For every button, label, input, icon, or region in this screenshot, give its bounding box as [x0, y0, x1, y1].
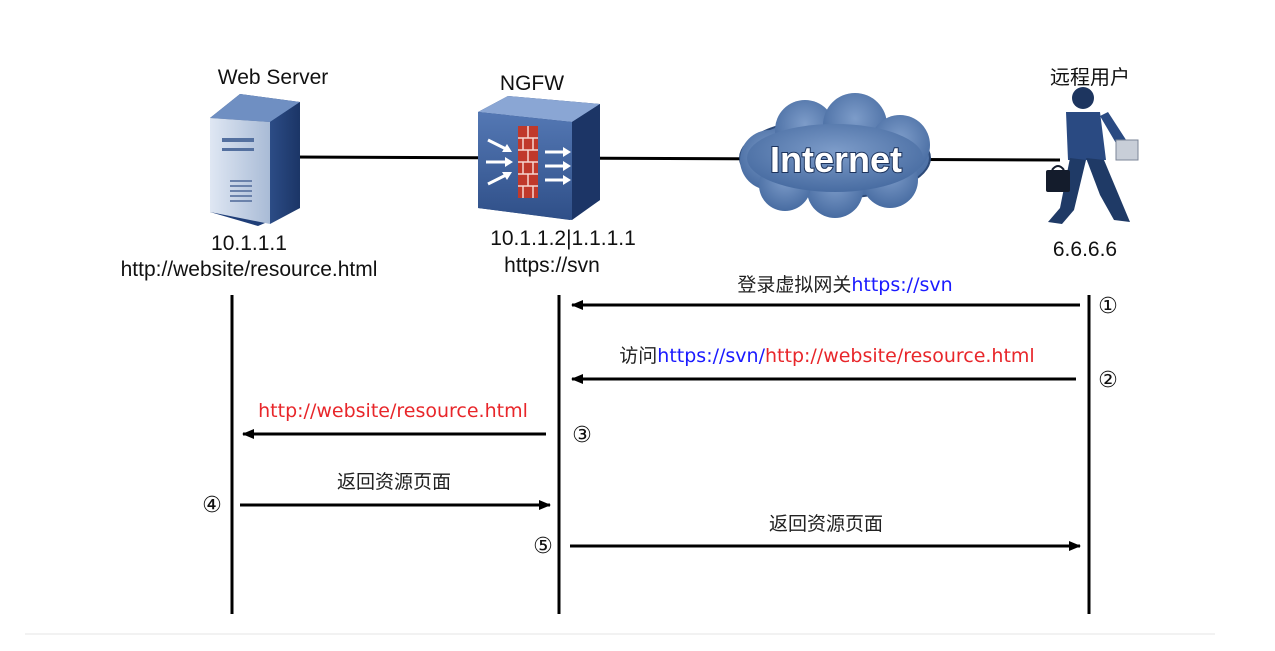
remote-user-ip: 6.6.6.6: [1053, 238, 1117, 261]
network-link: [289, 155, 1061, 162]
msg-1-part-1: https://svn: [851, 274, 952, 296]
ngfw-url: https://svn: [504, 254, 600, 277]
web-server-ip: 10.1.1.1: [211, 232, 287, 255]
internet-cloud-icon: Internet: [739, 93, 931, 218]
ngfw-title: NGFW: [500, 72, 564, 95]
internet-label: Internet: [770, 139, 902, 180]
step-marker-4: ④: [202, 493, 222, 518]
msg-2-part-0: 访问: [619, 345, 657, 367]
step-marker-3: ③: [572, 423, 592, 448]
ngfw-ip: 10.1.1.2|1.1.1.1: [490, 227, 636, 250]
message-label-4: 返回资源页面: [337, 471, 451, 493]
web-server-url: http://website/resource.html: [121, 258, 378, 281]
web-server-icon: [210, 94, 300, 226]
message-label-5: 返回资源页面: [769, 513, 883, 535]
step-marker-1: ①: [1098, 294, 1118, 319]
msg-2-part-2: http://website/resource.html: [765, 345, 1035, 367]
msg-2-part-1: https://svn/: [657, 345, 765, 367]
message-label-2: 访问https://svn/http://website/resource.ht…: [619, 345, 1034, 367]
remote-user-icon: [1046, 87, 1139, 224]
web-server-title: Web Server: [218, 66, 329, 89]
firewall-icon: [478, 96, 600, 220]
step-marker-2: ②: [1098, 368, 1118, 393]
msg-1-part-0: 登录虚拟网关: [737, 274, 851, 296]
message-label-1: 登录虚拟网关https://svn: [737, 274, 952, 296]
msg-4-part-0: 返回资源页面: [337, 471, 451, 493]
msg-3-part-0: http://website/resource.html: [258, 400, 528, 422]
step-marker-5: ⑤: [533, 534, 553, 559]
remote-user-title: 远程用户: [1050, 65, 1130, 89]
msg-5-part-0: 返回资源页面: [769, 513, 883, 535]
message-label-3: http://website/resource.html: [258, 400, 528, 422]
